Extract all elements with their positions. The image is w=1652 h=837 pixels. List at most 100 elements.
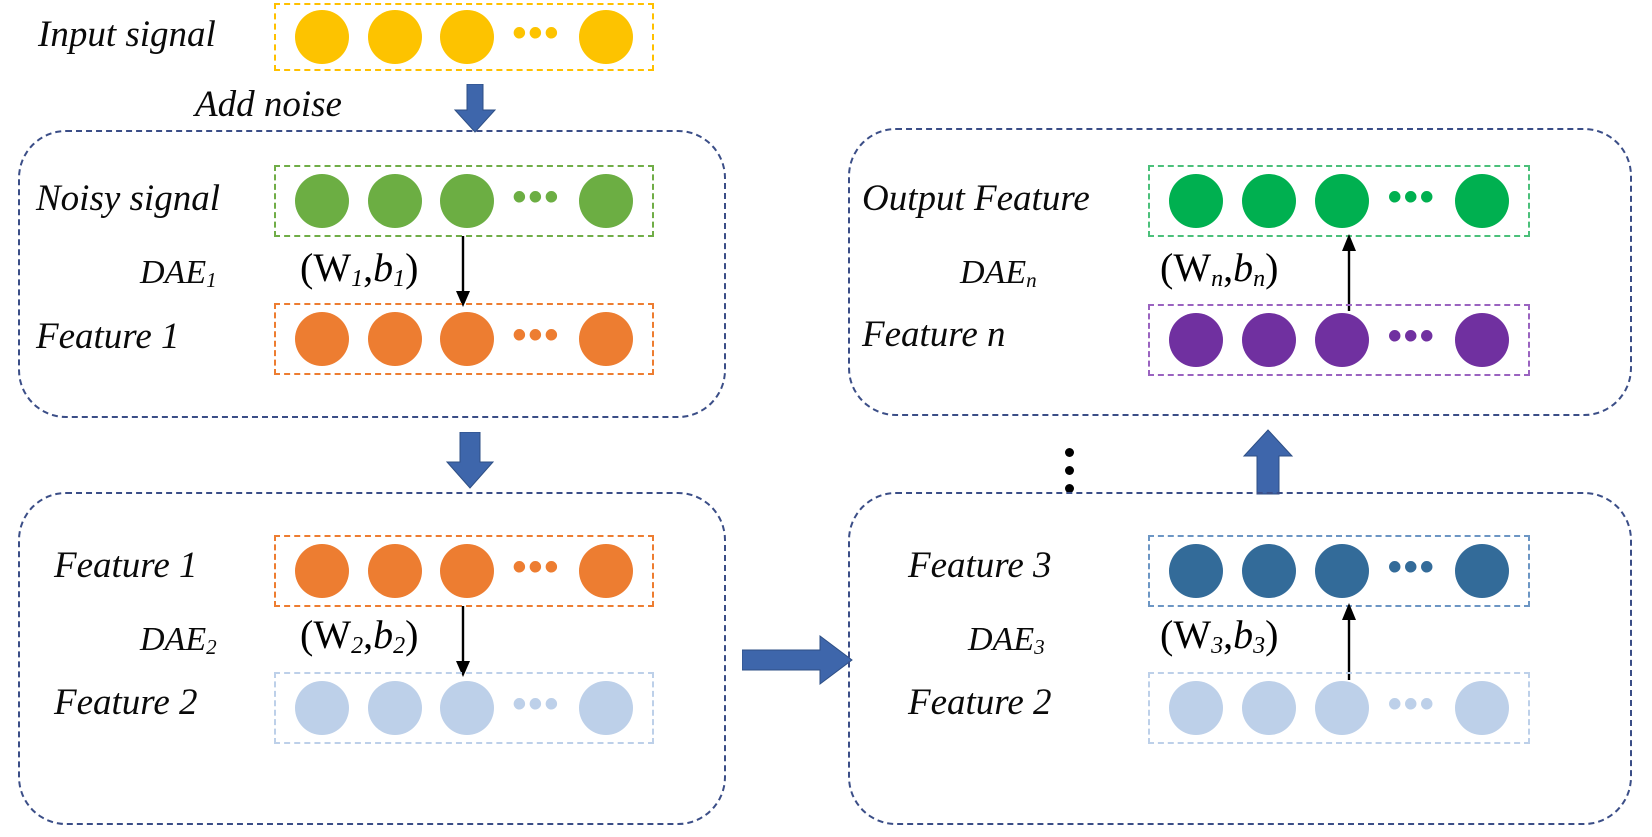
add-noise-down-arrow-icon: [453, 84, 497, 133]
dae1-noisy-signal-label: Noisy signal: [36, 178, 220, 219]
dae3-up-arrow-icon: [1342, 603, 1356, 680]
daen-up-arrow-icon: [1342, 234, 1356, 311]
daen-wb-close: ): [1265, 245, 1279, 290]
dae1-feature1-strip: •••: [274, 303, 654, 375]
node-f2b-3: [1314, 681, 1369, 735]
dae1-feature1-ellipsis: •••: [512, 313, 561, 357]
dae2-weights-annotation: (W2,b2): [300, 615, 418, 658]
dae3-wb-close: ): [1265, 612, 1279, 657]
vdot-3: [1065, 484, 1074, 493]
node-f2a-3: [439, 681, 494, 735]
dae3-wb-comma: ,: [1223, 612, 1234, 657]
dae1-wb-close: ): [405, 245, 419, 290]
node-output-2: [1242, 174, 1297, 228]
node-fn-3: [1314, 313, 1369, 367]
dae3-container: [848, 492, 1632, 825]
dae3-wb-open: (: [1160, 612, 1174, 657]
node-input-1: [295, 10, 350, 64]
node-fn-4: [1454, 313, 1509, 367]
node-f3-3: [1314, 544, 1369, 598]
dae3-to-daen-up-arrow-icon: [1242, 429, 1294, 495]
dae2-feature2-ellipsis: •••: [512, 682, 561, 726]
dae3-feature3-label: Feature 3: [908, 545, 1052, 586]
dae3-feature3-strip: •••: [1148, 535, 1530, 607]
node-f2b-2: [1242, 681, 1297, 735]
node-input-4: [578, 10, 633, 64]
node-f2a-4: [578, 681, 633, 735]
stack-vertical-ellipsis: [1065, 448, 1074, 493]
vdot-2: [1065, 466, 1074, 475]
dae2-name-label: DAE2: [140, 623, 217, 658]
node-input-3: [439, 10, 494, 64]
node-fn-1: [1169, 313, 1224, 367]
dae3-name-label: DAE3: [968, 623, 1045, 658]
node-f1b-2: [367, 544, 422, 598]
dae1-down-arrow-icon: [456, 236, 470, 307]
node-f1a-4: [578, 312, 633, 366]
node-f1a-2: [367, 312, 422, 366]
node-noisy-4: [578, 174, 633, 228]
node-fn-2: [1242, 313, 1297, 367]
input-ellipsis: •••: [512, 11, 561, 55]
daen-subscript: n: [1026, 267, 1037, 292]
daen-container: [848, 128, 1632, 416]
dae1-wb-wsub: 1: [351, 265, 364, 292]
daen-name-label: DAEn: [960, 256, 1037, 291]
dae1-noisy-ellipsis: •••: [512, 175, 561, 219]
dae1-container: [18, 130, 726, 418]
dae2-wb-comma: ,: [363, 612, 374, 657]
dae2-wb-w: W: [313, 612, 352, 657]
dae1-wb-w: W: [313, 245, 352, 290]
dae1-name-label: DAE1: [140, 256, 217, 291]
dae1-name-text: DAE: [140, 254, 207, 291]
node-noisy-1: [295, 174, 350, 228]
daen-weights-annotation: (Wn,bn): [1160, 248, 1278, 291]
dae3-name-text: DAE: [968, 621, 1035, 658]
dae3-wb-bsub: 3: [1253, 632, 1266, 659]
node-f2b-1: [1169, 681, 1224, 735]
dae2-feature1-label: Feature 1: [54, 545, 198, 586]
node-noisy-2: [367, 174, 422, 228]
dae2-feature1-strip: •••: [274, 535, 654, 607]
daen-wb-w: W: [1173, 245, 1212, 290]
daen-wb-open: (: [1160, 245, 1174, 290]
node-f3-4: [1454, 544, 1509, 598]
node-f2a-1: [295, 681, 350, 735]
dae2-wb-close: ): [405, 612, 419, 657]
node-output-3: [1314, 174, 1369, 228]
dae1-subscript: 1: [206, 267, 217, 292]
dae2-wb-bsub: 2: [393, 632, 406, 659]
dae3-wb-wsub: 3: [1211, 632, 1224, 659]
add-noise-label: Add noise: [195, 84, 342, 125]
node-f3-1: [1169, 544, 1224, 598]
dae2-feature2-strip: •••: [274, 672, 654, 744]
dae2-feature1-ellipsis: •••: [512, 545, 561, 589]
dae2-name-text: DAE: [140, 621, 207, 658]
dae1-wb-b: b: [373, 245, 394, 290]
node-f1b-4: [578, 544, 633, 598]
dae3-wb-b: b: [1233, 612, 1254, 657]
dae1-wb-comma: ,: [363, 245, 374, 290]
daen-name-text: DAE: [960, 254, 1027, 291]
dae1-weights-annotation: (W1,b1): [300, 248, 418, 291]
input-signal-node-strip: •••: [274, 3, 654, 71]
dae2-wb-b: b: [373, 612, 394, 657]
dae3-feature3-ellipsis: •••: [1387, 545, 1436, 589]
dae1-wb-open: (: [300, 245, 314, 290]
daen-wb-wsub: n: [1211, 265, 1224, 292]
daen-wb-b: b: [1233, 245, 1254, 290]
node-output-4: [1454, 174, 1509, 228]
dae3-subscript: 3: [1034, 634, 1045, 659]
dae1-wb-bsub: 1: [393, 265, 406, 292]
dae3-feature2-strip: •••: [1148, 672, 1530, 744]
node-f1a-1: [295, 312, 350, 366]
dae1-noisy-signal-strip: •••: [274, 165, 654, 237]
daen-wb-bsub: n: [1253, 265, 1266, 292]
dae2-down-arrow-icon: [456, 606, 470, 677]
daen-feature-n-ellipsis: •••: [1387, 314, 1436, 358]
dae2-to-dae3-right-arrow-icon: [742, 635, 853, 685]
node-output-1: [1169, 174, 1224, 228]
node-f3-2: [1242, 544, 1297, 598]
node-f1a-3: [439, 312, 494, 366]
